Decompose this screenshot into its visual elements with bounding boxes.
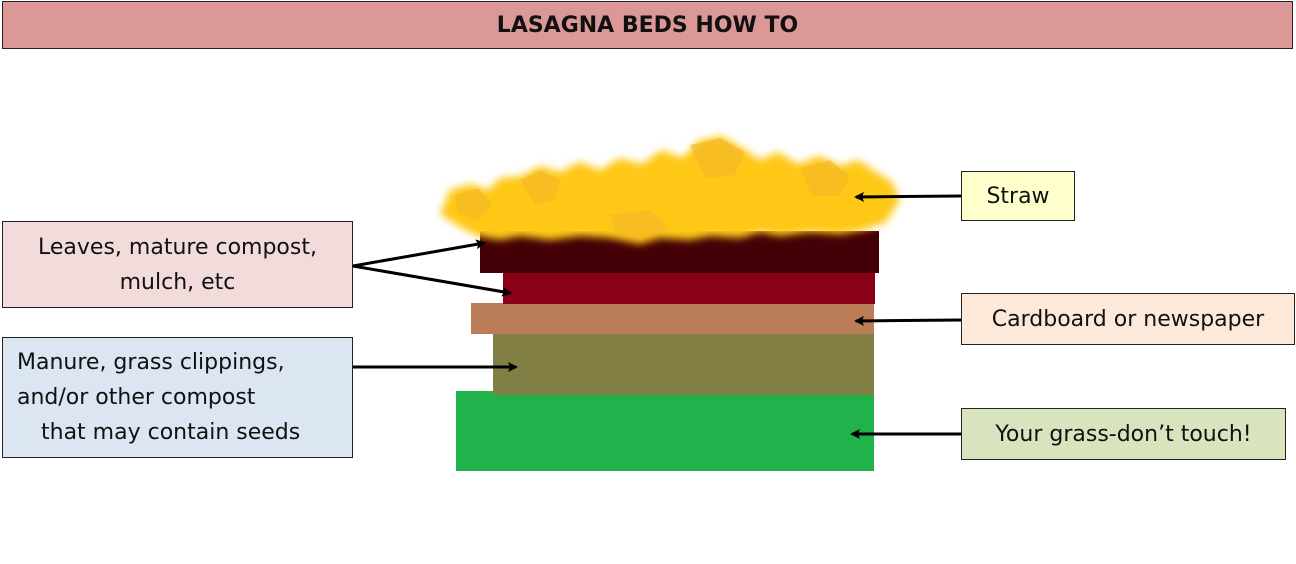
grass-label-box: Your grass-don’t touch! [961, 408, 1286, 460]
cardboard-label-box: Cardboard or newspaper [961, 293, 1295, 345]
leaves-label-line-2: mulch, etc [119, 269, 236, 295]
grass-layer [456, 391, 874, 471]
manure-label-box: Manure, grass clippings, and/or other co… [2, 337, 353, 458]
manure-label-line-2: and/or other compost [17, 385, 256, 410]
leaves-label-box: Leaves, mature compost, mulch, etc [2, 221, 353, 308]
cardboard-label: Cardboard or newspaper [991, 306, 1265, 332]
manure-layer [493, 333, 874, 395]
manure-label-line-1: Manure, grass clippings, [17, 350, 285, 375]
straw-label: Straw [986, 183, 1050, 209]
arrow-leaves-to-dark-layer [352, 239, 486, 268]
arrow-cardboard-label [854, 315, 962, 326]
leaves-label-line-1: Leaves, mature compost, [38, 234, 317, 260]
manure-label-line-3: that may contain seeds [41, 420, 301, 445]
arrow-straw-label [854, 191, 962, 202]
straw-label-box: Straw [961, 171, 1075, 221]
cardboard-layer [471, 303, 874, 334]
arrow-leaves-to-red-layer [352, 264, 512, 297]
grass-label: Your grass-don’t touch! [995, 421, 1252, 447]
red-compost-layer [503, 270, 875, 304]
page-title: LASAGNA BEDS HOW TO [2, 1, 1293, 49]
